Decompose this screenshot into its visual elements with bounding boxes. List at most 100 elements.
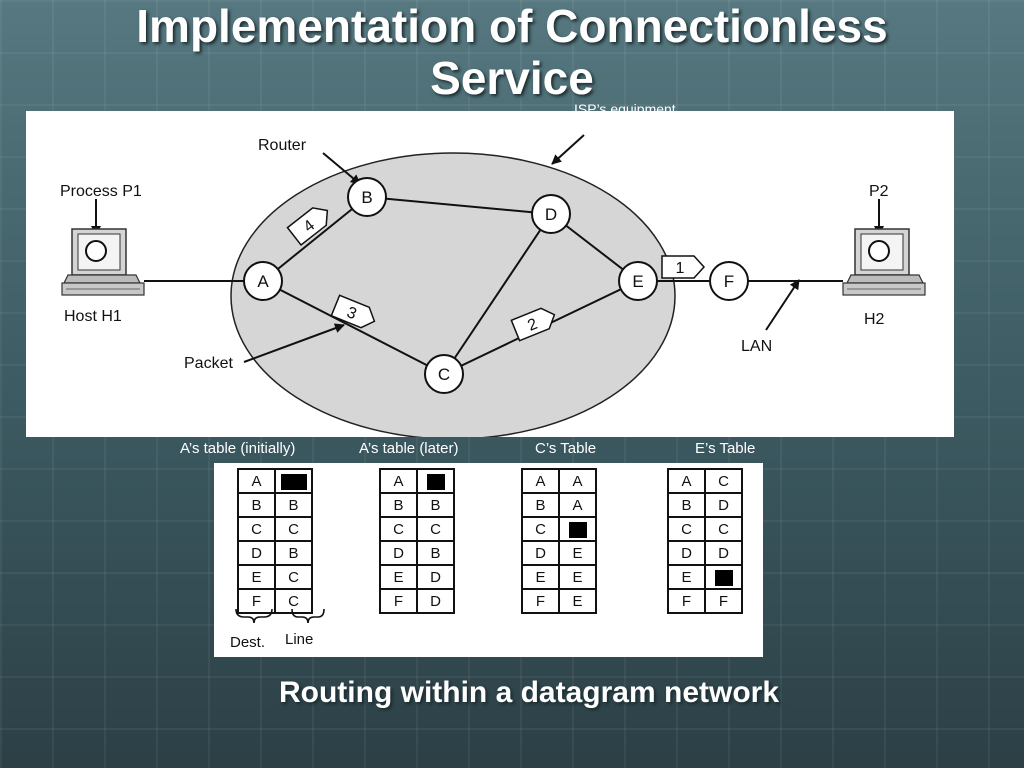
router-node-c: C xyxy=(424,354,464,394)
table-a-initial-caption: A’s table (initially) xyxy=(180,440,296,457)
network-diagram: 1 2 3 4 A B C D xyxy=(60,134,926,437)
table-row: A xyxy=(237,468,313,494)
line-cell xyxy=(704,564,743,590)
packet-1: 1 xyxy=(661,255,706,279)
router-node-b: B xyxy=(347,177,387,217)
dest-cell: B xyxy=(379,492,418,518)
line-cell: C xyxy=(704,516,743,542)
table-row: E xyxy=(667,564,743,590)
packet-4: 4 xyxy=(286,207,329,247)
router-node-b-label: B xyxy=(361,188,372,207)
router-arrow xyxy=(322,152,361,185)
dest-cell: C xyxy=(379,516,418,542)
title-line-2: Service xyxy=(430,52,594,104)
line-cell: E xyxy=(558,588,597,614)
dest-cell: B xyxy=(237,492,276,518)
line-cell: B xyxy=(416,540,455,566)
dest-cell: F xyxy=(379,588,418,614)
line-cell: A xyxy=(558,468,597,494)
network-diagram-panel: 1 2 3 4 A B C D xyxy=(26,111,954,437)
dest-cell: B xyxy=(667,492,706,518)
dest-cell: A xyxy=(237,468,276,494)
line-cell: D xyxy=(416,564,455,590)
dest-cell: D xyxy=(237,540,276,566)
local-marker xyxy=(426,473,445,490)
local-marker xyxy=(280,473,307,490)
host-h1-computer-icon xyxy=(61,228,145,296)
link-b-d xyxy=(366,196,552,215)
packet-1-label: 1 xyxy=(676,260,685,277)
line-cell xyxy=(274,468,313,494)
isp-equipment-label: ISP’s equipment xyxy=(574,101,676,117)
figure-caption: Routing within a datagram network xyxy=(278,676,780,709)
dest-line-braces xyxy=(235,608,325,624)
line-cell: E xyxy=(558,564,597,590)
router-node-a: A xyxy=(243,261,283,301)
router-node-c-label: C xyxy=(438,365,450,384)
title-line-1: Implementation of Connectionless xyxy=(136,0,888,52)
line-cell: C xyxy=(274,516,313,542)
router-node-a-label: A xyxy=(257,272,269,291)
line-cell: F xyxy=(704,588,743,614)
packet-arrow xyxy=(243,323,345,363)
dest-cell: C xyxy=(521,516,560,542)
line-cell: E xyxy=(558,540,597,566)
dest-cell: D xyxy=(667,540,706,566)
router-node-e: E xyxy=(618,261,658,301)
dest-cell: F xyxy=(237,588,276,614)
table-e-caption: E’s Table xyxy=(695,440,756,457)
router-node-d-label: D xyxy=(545,205,557,224)
dest-legend: Dest. xyxy=(230,634,266,651)
host-h2-computer-icon xyxy=(842,228,926,296)
local-marker xyxy=(568,521,587,538)
dest-cell: E xyxy=(237,564,276,590)
line-cell: B xyxy=(416,492,455,518)
lan-arrow xyxy=(765,279,800,331)
router-node-d: D xyxy=(531,194,571,234)
process-p1-label: Process P1 xyxy=(60,183,142,200)
slide-title: Implementation of Connectionless Service xyxy=(0,0,1024,104)
line-cell: B xyxy=(274,540,313,566)
dest-cell: C xyxy=(667,516,706,542)
link-d-c xyxy=(443,213,552,375)
isp-arrow xyxy=(551,134,585,165)
line-cell: C xyxy=(704,468,743,494)
dest-cell: F xyxy=(667,588,706,614)
line-cell: C xyxy=(274,564,313,590)
dest-cell: E xyxy=(521,564,560,590)
dest-cell: F xyxy=(521,588,560,614)
host-h2-label: H2 xyxy=(864,311,885,328)
local-marker xyxy=(714,569,733,586)
router-node-e-label: E xyxy=(632,272,643,291)
lan-label: LAN xyxy=(741,338,772,355)
line-cell: D xyxy=(704,492,743,518)
dest-cell: E xyxy=(379,564,418,590)
table-a-later-caption: A’s table (later) xyxy=(359,440,459,457)
line-cell: C xyxy=(274,588,313,614)
line-cell xyxy=(558,516,597,542)
line-cell xyxy=(416,468,455,494)
line-cell: D xyxy=(704,540,743,566)
line-cell: A xyxy=(558,492,597,518)
dest-cell: A xyxy=(667,468,706,494)
dest-cell: C xyxy=(237,516,276,542)
router-node-f-label: F xyxy=(724,272,734,291)
